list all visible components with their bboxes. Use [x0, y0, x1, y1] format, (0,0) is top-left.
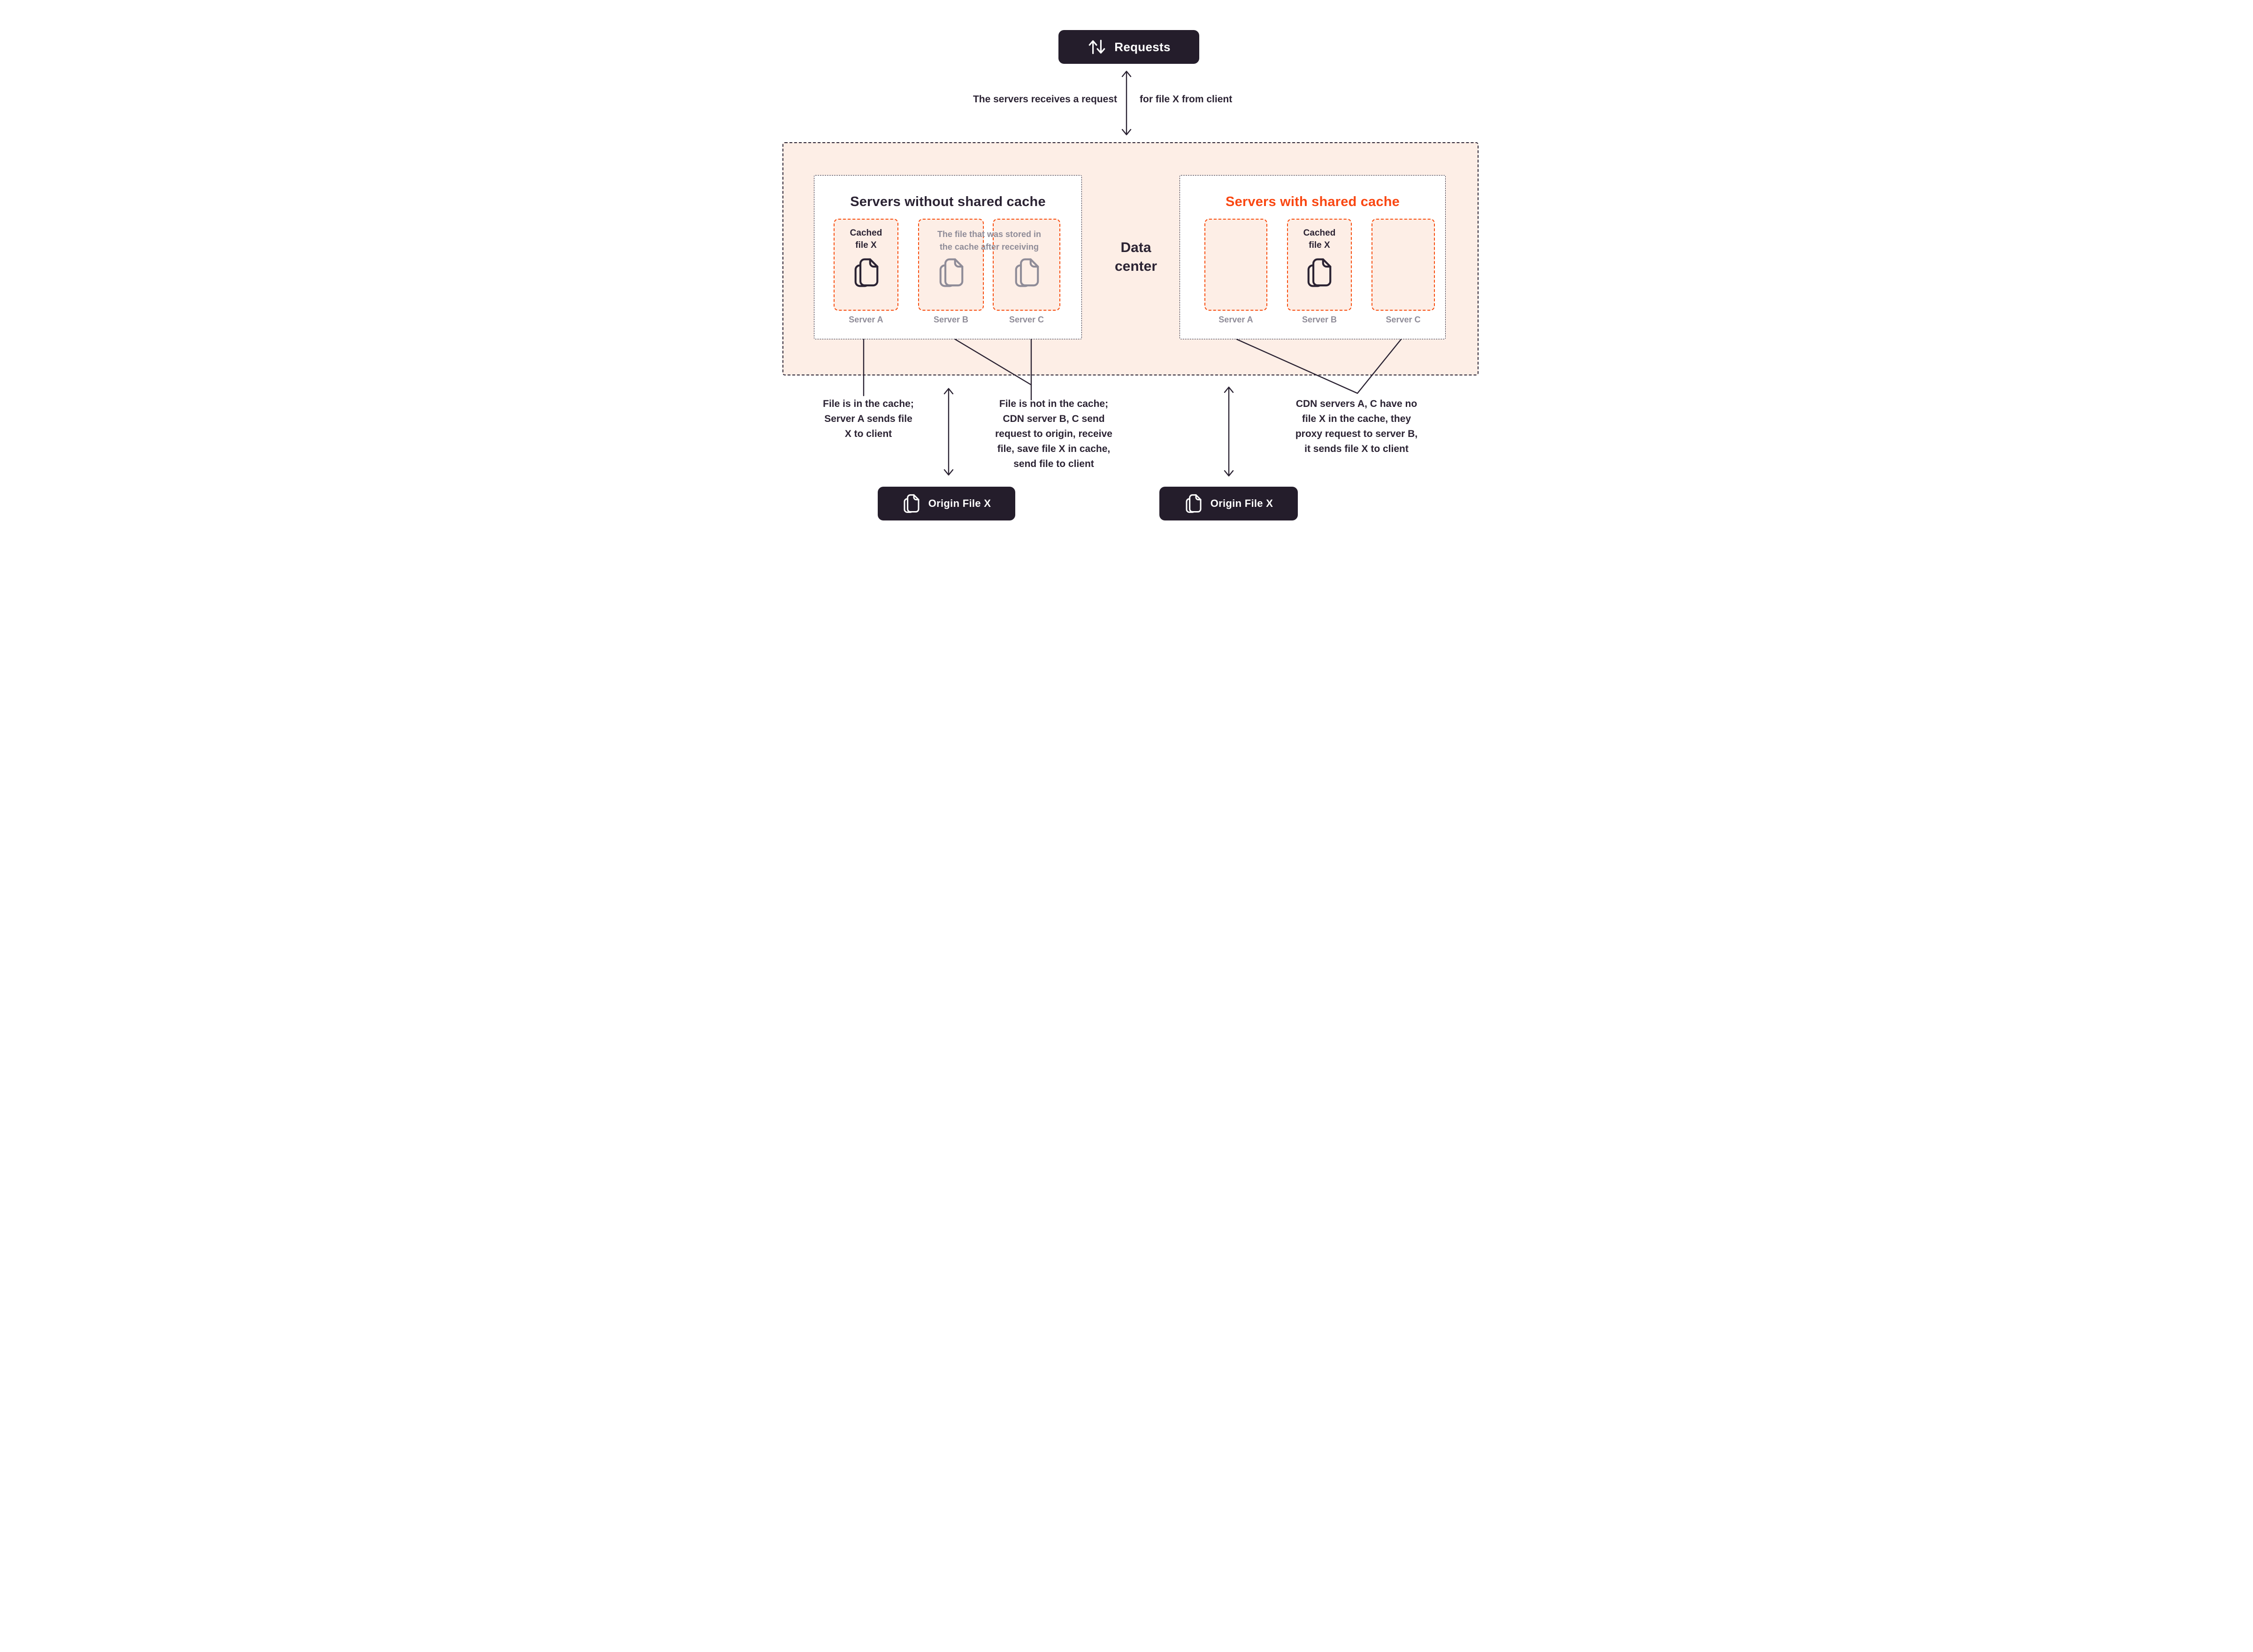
- requests-button[interactable]: Requests: [1058, 30, 1199, 64]
- origin-right-arrow: [1224, 386, 1234, 477]
- origin-file-label: Origin File X: [1210, 497, 1273, 509]
- origin-file-icon: [904, 494, 920, 513]
- stored-file-note: The file that was stored in the cache af…: [937, 229, 1042, 252]
- requests-label: Requests: [1114, 39, 1171, 54]
- right-cached-file-label: Cached file X: [1303, 228, 1336, 250]
- left-cached-file-label: Cached file X: [850, 228, 882, 250]
- right-server-c-label: Server C: [1386, 315, 1421, 324]
- cached-file-icon-gray: [939, 258, 964, 287]
- right-server-b-label: Server B: [1302, 315, 1337, 324]
- left-server-b-label: Server B: [933, 315, 969, 324]
- origin-file-button-left[interactable]: Origin File X: [878, 487, 1015, 520]
- right-server-a-label: Server A: [1218, 315, 1253, 324]
- annotation-file-not-in-cache: File is not in the cache; CDN server B, …: [995, 398, 1112, 469]
- left-panel-title: Servers without shared cache: [850, 194, 1046, 209]
- cdn-cache-diagram: Requests The servers receives a request …: [751, 0, 1502, 551]
- cached-file-icon-gray: [1015, 258, 1039, 287]
- cached-file-icon-dark: [1307, 258, 1332, 287]
- right-server-c-box: [1372, 219, 1435, 311]
- right-server-a-box: [1204, 219, 1267, 311]
- left-server-a-label: Server A: [849, 315, 883, 324]
- panel-with-shared-cache: Servers with shared cache Cached file X …: [1180, 175, 1446, 339]
- request-note-right: for file X from client: [1140, 94, 1233, 105]
- file-x-bold: file X: [1155, 94, 1180, 105]
- left-server-c-label: Server C: [1009, 315, 1044, 324]
- up-down-arrows-icon: [1088, 39, 1105, 54]
- origin-file-button-right[interactable]: Origin File X: [1159, 487, 1298, 520]
- panel-without-shared-cache: Servers without shared cache Cached file…: [814, 175, 1082, 339]
- origin-file-label: Origin File X: [928, 497, 991, 509]
- request-note-left: The servers receives a request: [973, 94, 1117, 105]
- annotation-proxy-request: CDN servers A, C have no file X in the c…: [1295, 398, 1418, 454]
- origin-left-arrow: [943, 388, 954, 476]
- origin-file-icon: [1186, 494, 1202, 513]
- annotation-file-in-cache: File is in the cache; Server A sends fil…: [823, 398, 914, 439]
- client-requests-arrow: [1121, 70, 1132, 136]
- cached-file-icon-dark: [854, 258, 879, 287]
- right-panel-title: Servers with shared cache: [1226, 194, 1400, 209]
- data-center-label: Data center: [1114, 240, 1157, 274]
